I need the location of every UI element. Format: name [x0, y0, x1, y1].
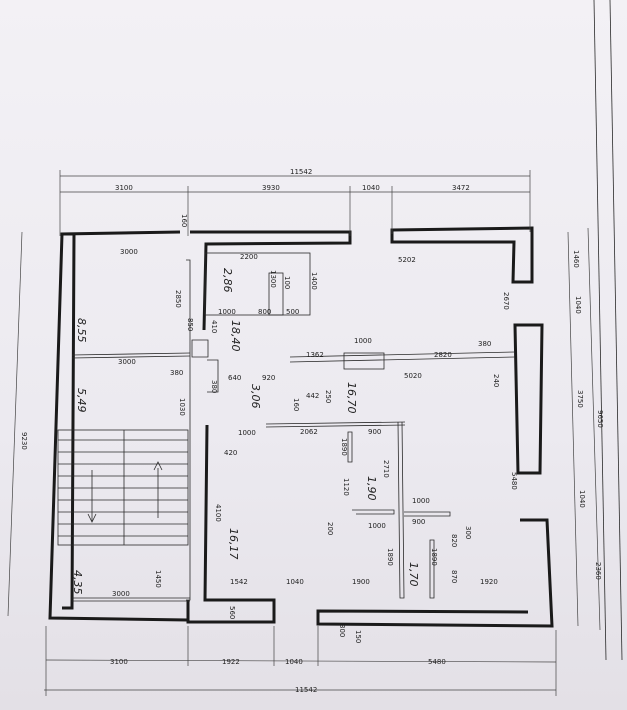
area-label-1617: 16,17	[227, 528, 240, 560]
dim-1000d: 1000	[412, 497, 430, 505]
dim-900a: 900	[368, 428, 381, 436]
dim-1890b: 1890	[386, 548, 394, 566]
dim-380a: 380	[478, 340, 491, 348]
dim-2062: 2062	[300, 428, 318, 436]
dim-top-total: 11542	[290, 168, 312, 176]
dim-bottom-1: 3100	[110, 658, 128, 666]
dim-bottom-4: 5480	[428, 658, 446, 666]
dim-150: 150	[354, 630, 362, 643]
dim-1040: 1040	[286, 578, 304, 586]
room-outline-286	[204, 252, 311, 316]
dim-1920: 1920	[480, 578, 498, 586]
staircase	[57, 429, 189, 546]
dim-2200: 2200	[240, 253, 258, 261]
dim-top-1: 3100	[115, 184, 133, 192]
area-label-190: 1,90	[365, 476, 378, 501]
dim-380b: 380	[170, 369, 183, 377]
dim-left-total: 9230	[20, 432, 28, 450]
dim-160: 160	[180, 214, 188, 227]
dim-500: 500	[286, 308, 299, 316]
dim-1400: 1400	[310, 272, 318, 290]
area-label-306: 3,06	[249, 384, 262, 409]
dim-4100: 4100	[214, 504, 222, 522]
dim-2670: 2670	[502, 292, 510, 310]
dim-300: 300	[464, 526, 472, 539]
dim-right-total: 9650	[596, 410, 604, 428]
dim-250: 250	[324, 390, 332, 403]
area-label-1670: 16,70	[345, 382, 358, 414]
area-label-170: 1,70	[407, 562, 420, 587]
dim-300b: 300	[338, 624, 346, 637]
dim-380c: 380	[210, 380, 218, 393]
area-label-435: 4,35	[71, 570, 84, 595]
dim-1300: 1300	[269, 270, 277, 288]
dim-1000e: 1000	[368, 522, 386, 530]
dim-top-3: 1040	[362, 184, 380, 192]
dim-2710: 2710	[382, 460, 390, 478]
dim-1542: 1542	[230, 578, 248, 586]
dim-top-4: 3472	[452, 184, 470, 192]
dim-5020: 5020	[404, 372, 422, 380]
area-label-855: 8,55	[75, 318, 88, 343]
dim-1120: 1120	[342, 478, 350, 496]
dim-top-2: 3930	[262, 184, 280, 192]
dim-800: 800	[258, 308, 271, 316]
dimension-labels: 11542 3100 3930 1040 3472 3100 1922 1040…	[20, 168, 604, 694]
dim-1000c: 1000	[238, 429, 256, 437]
dim-5480-r: 5480	[510, 472, 518, 490]
dimension-lines	[7, 170, 601, 696]
area-label-1840: 18,40	[229, 320, 242, 352]
frame-line	[609, 0, 623, 661]
dim-1000a: 1000	[218, 308, 236, 316]
dim-820: 820	[450, 534, 458, 547]
closet	[268, 272, 284, 316]
dim-442: 442	[306, 392, 319, 400]
dim-160b: 160	[292, 398, 300, 411]
dim-right-2: 1040	[574, 296, 582, 314]
dim-420: 420	[224, 449, 237, 457]
dim-bottom-total: 11542	[295, 686, 317, 694]
inner-walls	[71, 252, 516, 602]
dim-bottom-3: 1040	[285, 658, 303, 666]
dim-920: 920	[262, 374, 275, 382]
dim-560: 560	[228, 606, 236, 619]
dim-240: 240	[492, 374, 500, 387]
dim-1000b: 1000	[354, 337, 372, 345]
dim-1030: 1030	[178, 398, 186, 416]
dim-640: 640	[228, 374, 241, 382]
dim-1900: 1900	[352, 578, 370, 586]
dim-right-5: 2360	[594, 562, 602, 580]
dim-right-4: 1040	[578, 490, 586, 508]
dim-right-1: 1460	[572, 250, 580, 268]
room-area-labels: 8,55 2,86 18,40 5,49 3,06 16,70 1,90 16,…	[71, 268, 420, 595]
dim-850: 850	[186, 318, 194, 331]
dim-right-3: 3750	[576, 390, 584, 408]
dim-900b: 900	[412, 518, 425, 526]
dim-200: 200	[326, 522, 334, 535]
dim-1890c: 1890	[430, 548, 438, 566]
area-label-549: 5,49	[75, 388, 88, 413]
dim-410: 410	[210, 320, 218, 333]
dim-3000a: 3000	[120, 248, 138, 256]
dim-5202: 5202	[398, 256, 416, 264]
dim-2820: 2820	[434, 351, 452, 359]
dim-3000b: 3000	[118, 358, 136, 366]
dim-1890a: 1890	[340, 438, 348, 456]
dim-870: 870	[450, 570, 458, 583]
dim-bottom-2: 1922	[222, 658, 240, 666]
dim-100: 100	[283, 276, 291, 289]
frame-line	[593, 0, 607, 661]
dim-3000c: 3000	[112, 590, 130, 598]
area-label-286: 2,86	[221, 268, 234, 293]
dim-2850: 2850	[174, 290, 182, 308]
dim-1450: 1450	[154, 570, 162, 588]
dim-1362: 1362	[306, 351, 324, 359]
outer-walls	[48, 226, 554, 628]
